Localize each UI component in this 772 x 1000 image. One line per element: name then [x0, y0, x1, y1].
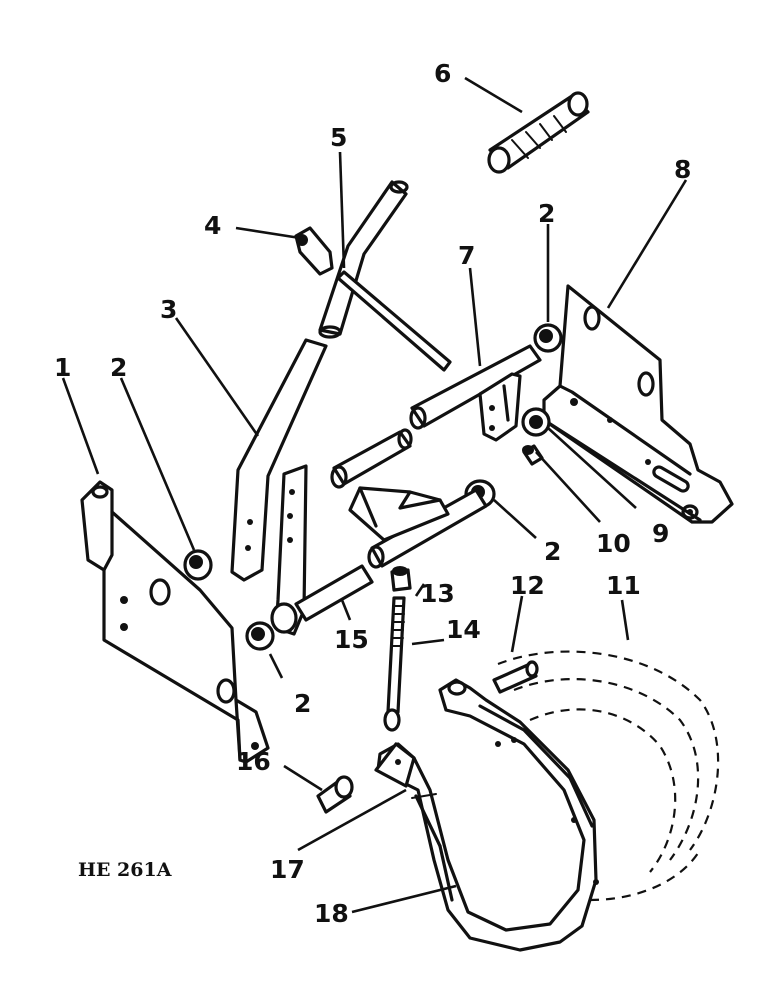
right-mounting-bracket — [542, 284, 734, 524]
pivot-pin — [316, 775, 354, 814]
callout-5: 5 — [330, 123, 347, 152]
lever-tube — [318, 180, 409, 339]
callout-10: 10 — [596, 529, 631, 558]
callout-18: 18 — [314, 899, 349, 928]
leader-lines — [61, 76, 688, 914]
washer-upper-shaft — [533, 323, 563, 353]
rod-nut — [390, 566, 412, 592]
washer-left-bracket — [183, 549, 213, 581]
left-mounting-bracket — [80, 480, 270, 764]
callout-7: 7 — [458, 241, 475, 270]
callout-9: 9 — [652, 519, 669, 548]
callout-8: 8 — [674, 155, 691, 184]
shaft-clevis — [478, 372, 522, 442]
band-adjusting-rod — [383, 596, 406, 732]
callout-2-left-bracket: 2 — [110, 353, 127, 382]
callout-4: 4 — [204, 211, 221, 240]
handle-grip — [487, 91, 590, 174]
adjusting-rod — [336, 270, 452, 372]
callout-17: 17 — [270, 855, 305, 884]
cross-shaft — [330, 344, 542, 489]
callout-1: 1 — [54, 353, 71, 382]
callout-3: 3 — [160, 295, 177, 324]
brake-band-outline-dashed — [497, 650, 720, 902]
lower-lever-link — [270, 464, 374, 636]
adjusting-nut — [294, 226, 334, 276]
callout-16: 16 — [236, 747, 271, 776]
washer-lower-shaft — [245, 621, 275, 651]
callout-14: 14 — [446, 615, 481, 644]
callout-2-lower-shaft: 2 — [294, 689, 311, 718]
callout-13: 13 — [420, 579, 455, 608]
lower-cross-shaft — [348, 486, 488, 569]
band-pin — [492, 660, 539, 694]
callout-15: 15 — [334, 625, 369, 654]
callout-2-middle-shaft: 2 — [544, 537, 561, 566]
washer-right-bracket — [521, 407, 551, 437]
callout-6: 6 — [434, 59, 451, 88]
figure-code: HE 261A — [78, 859, 172, 881]
brake-band — [374, 678, 599, 952]
callout-labels: 1 2 2 2 2 3 4 5 6 7 8 9 10 11 12 13 14 1… — [54, 59, 691, 928]
callout-2-upper-shaft: 2 — [538, 199, 555, 228]
callout-11: 11 — [606, 571, 641, 600]
brake-lever-arm — [230, 338, 328, 582]
callout-12: 12 — [510, 571, 545, 600]
